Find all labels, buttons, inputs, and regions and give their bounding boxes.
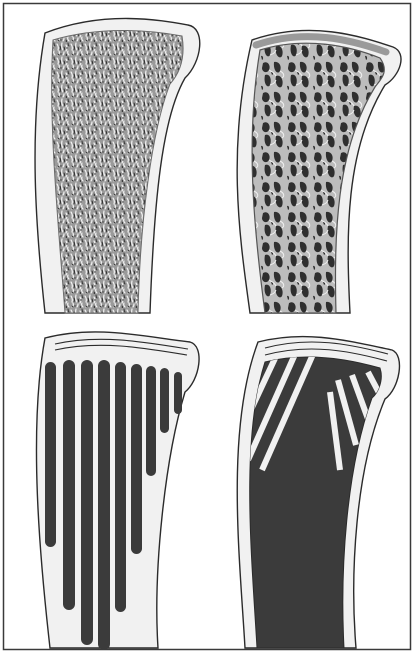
stripe <box>160 368 169 433</box>
stripe <box>115 362 126 612</box>
stripe <box>81 360 93 645</box>
stripe <box>98 360 110 650</box>
stripe <box>131 364 142 554</box>
stripe <box>45 362 56 547</box>
stripe <box>146 366 156 476</box>
stripe <box>63 360 75 610</box>
stripe <box>174 372 182 414</box>
